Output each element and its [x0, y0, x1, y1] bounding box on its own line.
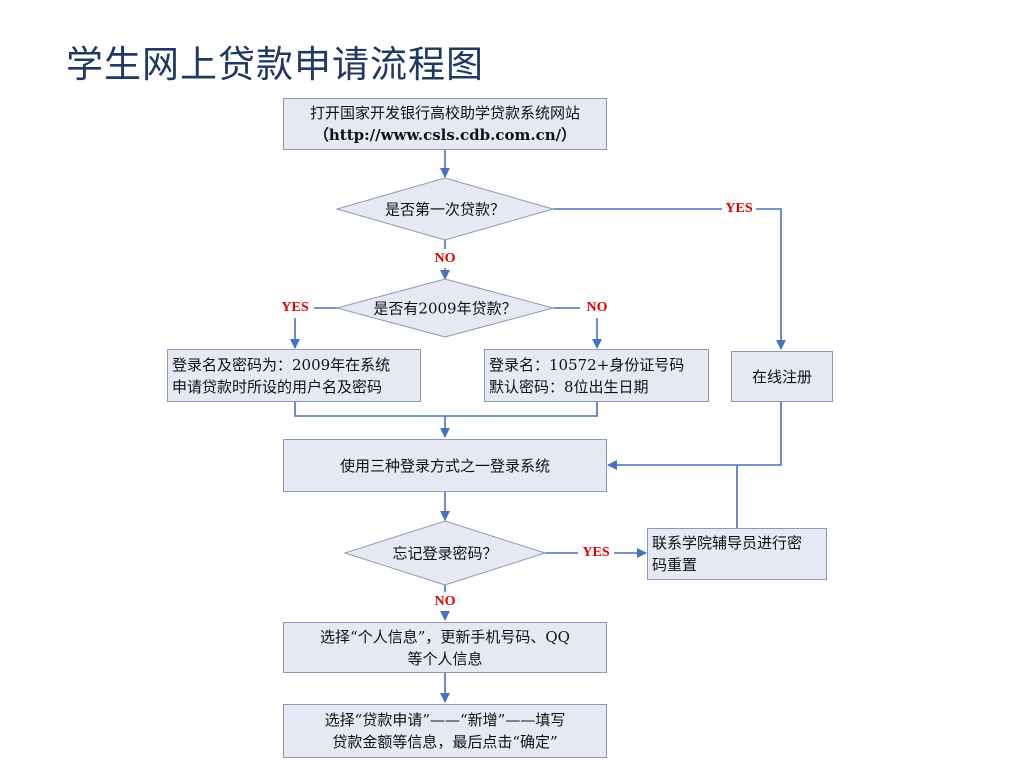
box-open-site-line1: 打开国家开发银行高校助学贷款系统网站 [309, 104, 580, 122]
label-first-yes: YES [725, 201, 753, 216]
label-forgot-yes: YES [582, 545, 610, 560]
merge-line [294, 402, 598, 417]
box-loan-apply-line2: 贷款金额等信息，最后点击“确定” [332, 733, 558, 751]
box-login-system: 使用三种登录方式之一登录系统 [283, 439, 607, 492]
label-forgot-no: NO [434, 594, 456, 609]
box-loan-apply: 选择“贷款申请”——“新增”——填写 贷款金额等信息，最后点击“确定” [283, 704, 607, 758]
box-open-site-line2: （http://www.csls.cdb.com.cn/） [313, 126, 577, 144]
box-login-2009-line1: 登录名及密码为：2009年在系统 [172, 355, 391, 374]
box-register-label: 在线注册 [751, 367, 812, 386]
diamond-has-2009 [335, 278, 555, 338]
diamond-forgot-pw [343, 520, 547, 586]
diamond-has-2009-text: 是否有2009年贷款？ [373, 299, 517, 318]
box-login-new: 登录名：10572+身份证号码 默认密码：8位出生日期 [484, 349, 709, 402]
box-login-new-line2: 默认密码：8位出生日期 [489, 377, 649, 396]
box-login-system-label: 使用三种登录方式之一登录系统 [339, 456, 550, 475]
box-personal-info: 选择“个人信息”，更新手机号码、QQ 等个人信息 [283, 622, 607, 673]
label-2009-yes: YES [281, 300, 309, 315]
box-open-site: 打开国家开发银行高校助学贷款系统网站 （http://www.csls.cdb.… [283, 98, 607, 150]
label-first-no: NO [434, 251, 456, 266]
box-personal-info-line2: 等个人信息 [407, 649, 483, 668]
diamond-forgot-pw-text: 忘记登录密码？ [392, 544, 498, 563]
diamond-first-loan [335, 177, 555, 241]
box-personal-info-line1: 选择“个人信息”，更新手机号码、QQ [320, 627, 570, 646]
box-login-new-line1: 登录名：10572+身份证号码 [489, 355, 685, 374]
arrow-register-to-login [607, 402, 782, 470]
box-login-2009: 登录名及密码为：2009年在系统 申请贷款时所设的用户名及密码 [167, 349, 421, 402]
box-contact-counselor-line1: 联系学院辅导员进行密 [652, 534, 803, 552]
label-2009-no: NO [586, 300, 608, 315]
box-login-2009-line2: 申请贷款时所设的用户名及密码 [172, 377, 383, 396]
box-loan-apply-line1: 选择“贷款申请”——“新增”——填写 [324, 711, 566, 729]
diamond-first-loan-text: 是否第一次贷款？ [384, 200, 506, 219]
arrow-yes-to-register [756, 208, 786, 350]
page-title: 学生网上贷款申请流程图 [66, 43, 484, 86]
box-contact-counselor: 联系学院辅导员进行密 码重置 [647, 528, 827, 580]
box-contact-counselor-line2: 码重置 [652, 556, 698, 574]
box-register: 在线注册 [731, 351, 833, 402]
